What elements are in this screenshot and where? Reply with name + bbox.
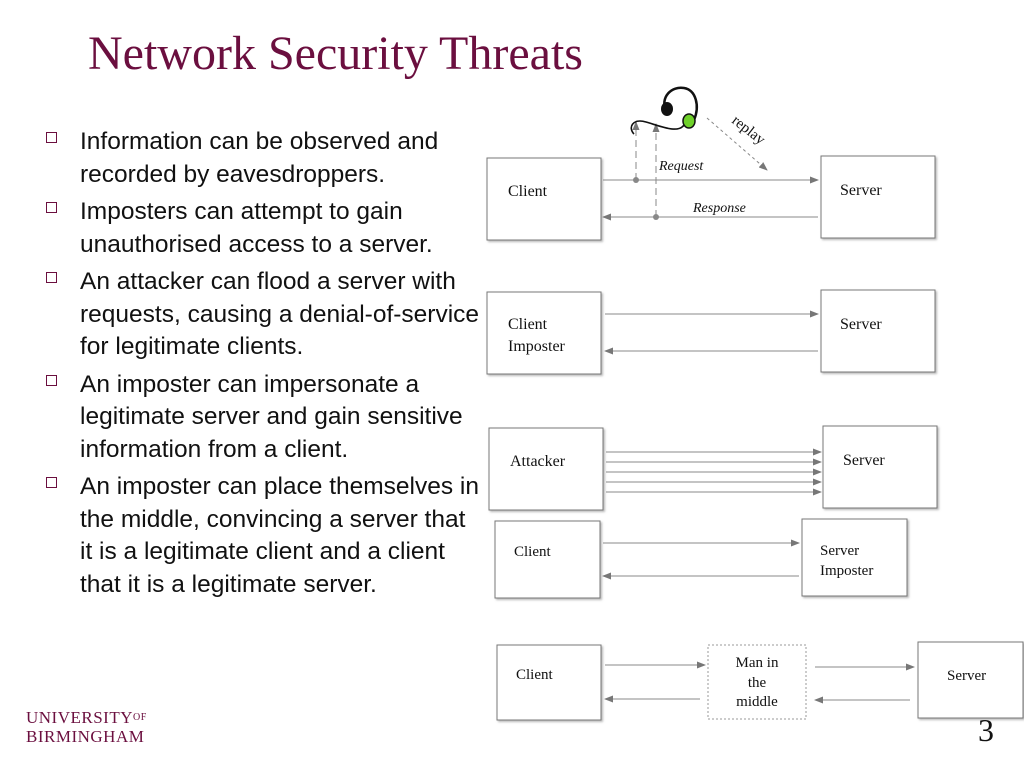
bullet-text: An attacker can flood a server with requ… <box>80 268 480 360</box>
client-imposter-label-line1: Client <box>508 316 548 333</box>
mitm-label-line3: middle <box>736 694 778 710</box>
server-label: Server <box>840 182 882 199</box>
logo-line1: UNIVERSITYOF <box>26 708 147 727</box>
server-imposter-box <box>801 518 908 597</box>
server-label: Server <box>843 452 885 469</box>
server-label: Server <box>947 668 986 684</box>
logo-line2: BIRMINGHAM <box>26 727 145 746</box>
bullet-item: An imposter can impersonate a legitimate… <box>44 369 484 467</box>
bullet-item: Imposters can attempt to gain unauthoris… <box>44 196 484 261</box>
logo-of: OF <box>133 712 147 723</box>
mitm-box <box>707 644 807 720</box>
bullet-item: An attacker can flood a server with requ… <box>44 266 484 364</box>
server-box <box>820 289 936 373</box>
logo-university: UNIVERSITY <box>26 708 133 727</box>
square-bullet-icon <box>46 477 57 488</box>
university-logo: UNIVERSITYOF BIRMINGHAM <box>26 708 147 746</box>
dos-diagram: Attacker Server <box>488 425 938 511</box>
square-bullet-icon <box>46 272 57 283</box>
server-box <box>917 641 1024 719</box>
response-label: Response <box>692 201 746 216</box>
server-imposter-label-line2: Imposter <box>820 563 873 579</box>
square-bullet-icon <box>46 202 57 213</box>
imposter-diagram: Client Imposter Server <box>486 289 936 375</box>
server-imposter-label-line1: Server <box>820 543 859 559</box>
bullet-text: Information can be observed and recorded… <box>80 128 439 188</box>
bullet-list: Information can be observed and recorded… <box>44 126 484 606</box>
tap-point-request <box>633 177 639 183</box>
mitm-diagram: Client Man in the middle Server <box>496 641 1024 721</box>
bullet-text: An imposter can place themselves in the … <box>80 473 479 598</box>
server-imposter-diagram: Client Server Imposter <box>494 518 908 599</box>
tap-point-response <box>653 214 659 220</box>
mitm-label-line2: the <box>748 675 767 691</box>
bullet-text: An imposter can impersonate a legitimate… <box>80 370 463 463</box>
bullet-text: Imposters can attempt to gain unauthoris… <box>80 198 433 258</box>
attacker-box <box>488 427 604 511</box>
bullet-item: Information can be observed and recorded… <box>44 126 484 191</box>
mitm-label-line1: Man in <box>736 655 779 671</box>
square-bullet-icon <box>46 374 57 386</box>
client-label: Client <box>514 544 551 560</box>
client-box <box>496 644 602 721</box>
bullet-item: An imposter can place themselves in the … <box>44 471 484 601</box>
page-number: 3 <box>978 712 994 748</box>
headset-icon <box>630 86 698 135</box>
replay-label: replay <box>729 113 769 149</box>
client-label: Client <box>516 667 553 683</box>
attacker-label: Attacker <box>510 453 566 470</box>
request-label: Request <box>658 159 704 174</box>
slide-title: Network Security Threats <box>88 27 583 80</box>
server-box <box>820 155 936 239</box>
replay-arrow <box>706 117 768 171</box>
square-bullet-icon <box>46 132 57 143</box>
client-imposter-label-line2: Imposter <box>508 338 566 355</box>
client-box <box>486 157 602 241</box>
client-label: Client <box>508 183 548 200</box>
client-imposter-box <box>486 291 602 375</box>
server-box <box>822 425 938 509</box>
client-box <box>494 520 601 599</box>
eavesdrop-diagram: Client Server Request Response replay <box>486 86 936 241</box>
server-label: Server <box>840 316 882 333</box>
